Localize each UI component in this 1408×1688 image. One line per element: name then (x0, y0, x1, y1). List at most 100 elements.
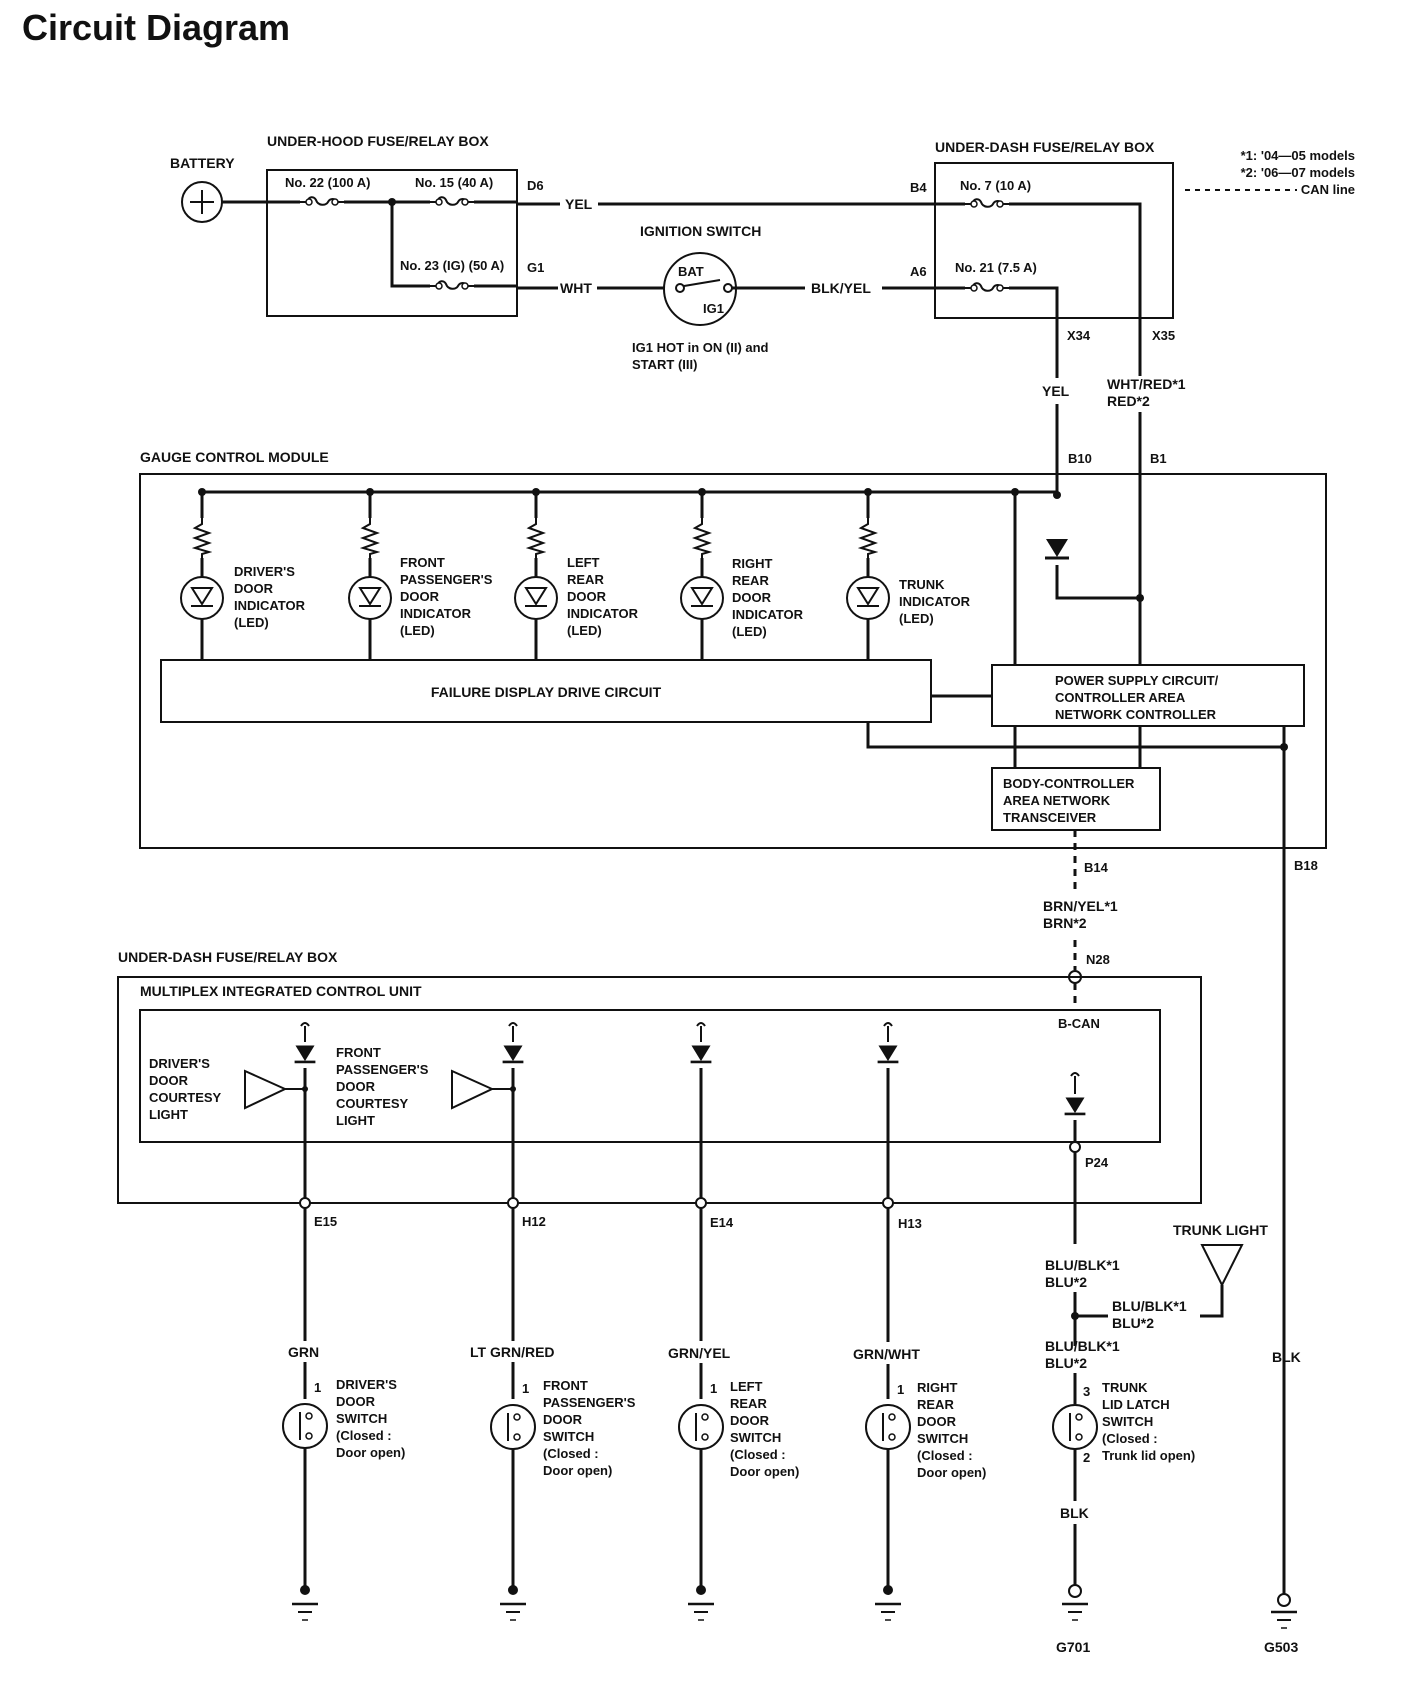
svg-text:REAR: REAR (567, 572, 604, 587)
pin-a6: A6 (910, 264, 927, 279)
svg-text:COURTESY: COURTESY (149, 1090, 222, 1105)
transceiver-label-2: AREA NETWORK (1003, 793, 1111, 808)
svg-text:DOOR: DOOR (400, 589, 440, 604)
svg-text:DOOR: DOOR (567, 589, 607, 604)
svg-text:DRIVER'S: DRIVER'S (336, 1377, 397, 1392)
led-right-rear-label: RIGHT REAR DOOR INDICATOR (LED) (732, 556, 804, 639)
pin-b4: B4 (910, 180, 927, 195)
failure-display-drive-circuit (160, 659, 932, 723)
gcm-supply-diode-icon (1043, 537, 1071, 560)
wire-blu-b2: BLU*2 (1112, 1315, 1154, 1331)
transceiver-label-3: TRANSCEIVER (1003, 810, 1097, 825)
ignition-note-1: IG1 HOT in ON (II) and (632, 340, 769, 355)
wire-blu-a2: BLU*2 (1045, 1274, 1087, 1290)
pin-1-driver: 1 (314, 1380, 321, 1395)
led-icon (680, 576, 724, 620)
note-models-2: *2: '06—07 models (1241, 165, 1355, 180)
power-supply-circuit (991, 664, 1305, 727)
fuse-21-icon (965, 282, 1009, 292)
fuse-23-label: No. 23 (IG) (50 A) (400, 258, 504, 273)
ground-g701: G701 (1056, 1639, 1090, 1655)
svg-text:DOOR: DOOR (917, 1414, 957, 1429)
driver-door-switch-label: DRIVER'S DOOR SWITCH (Closed : Door open… (336, 1377, 405, 1460)
svg-text:(Closed :: (Closed : (917, 1448, 973, 1463)
b-can-label: B-CAN (1058, 1016, 1100, 1031)
pin-3-trunk: 3 (1083, 1384, 1090, 1399)
svg-text:PASSENGER'S: PASSENGER'S (543, 1395, 636, 1410)
svg-text:DRIVER'S: DRIVER'S (149, 1056, 210, 1071)
wire-lt-grn-red: LT GRN/RED (470, 1344, 555, 1360)
svg-text:LIGHT: LIGHT (336, 1113, 375, 1128)
svg-text:(LED): (LED) (732, 624, 767, 639)
pin-x35: X35 (1152, 328, 1175, 343)
svg-text:SWITCH: SWITCH (543, 1429, 594, 1444)
resistor-icon (528, 518, 544, 558)
led-branch-left-rear (514, 488, 558, 660)
svg-text:FRONT: FRONT (336, 1045, 381, 1060)
svg-text:LEFT: LEFT (567, 555, 600, 570)
ground-icon (498, 1602, 528, 1622)
svg-text:(Closed :: (Closed : (336, 1428, 392, 1443)
micu-input-right-rear (876, 1022, 900, 1203)
svg-text:(Closed :: (Closed : (730, 1447, 786, 1462)
pin-h13: H13 (898, 1216, 922, 1231)
svg-text:(LED): (LED) (400, 623, 435, 638)
svg-text:INDICATOR: INDICATOR (234, 598, 306, 613)
gcm-label: GAUGE CONTROL MODULE (140, 449, 329, 465)
ignition-switch-icon (663, 252, 737, 326)
fuse-7-label: No. 7 (10 A) (960, 178, 1031, 193)
front-passenger-courtesy-light-icon (451, 1069, 495, 1110)
fuse-7-icon (965, 198, 1009, 208)
page-title: Circuit Diagram (22, 7, 290, 48)
svg-text:REAR: REAR (730, 1396, 767, 1411)
wire-brn-yel-1: BRN/YEL*1 (1043, 898, 1118, 914)
micu-input-driver (293, 1022, 317, 1203)
underdash-fuse-box-bottom (117, 976, 1202, 1204)
led-driver-label: DRIVER'S DOOR INDICATOR (LED) (234, 564, 306, 630)
micu-input-trunk (1063, 1072, 1087, 1244)
underhood-box-label: UNDER-HOOD FUSE/RELAY BOX (267, 133, 489, 149)
underhood-fuse-box (266, 169, 518, 317)
diode-icon (1063, 1096, 1087, 1116)
svg-text:LEFT: LEFT (730, 1379, 763, 1394)
underdash-box-label-bottom: UNDER-DASH FUSE/RELAY BOX (118, 949, 338, 965)
led-left-rear-label: LEFT REAR DOOR INDICATOR (LED) (567, 555, 639, 638)
pin-1-right-rear: 1 (897, 1382, 904, 1397)
svg-text:DOOR: DOOR (234, 581, 274, 596)
pin-e15: E15 (314, 1214, 337, 1229)
wire-blu-blk-a1: BLU/BLK*1 (1045, 1257, 1120, 1273)
wire-brn-2: BRN*2 (1043, 915, 1087, 931)
wire-blk-g503: BLK (1272, 1349, 1301, 1365)
pin-2-trunk: 2 (1083, 1450, 1090, 1465)
trunk-lid-latch-switch-icon (1052, 1404, 1098, 1450)
wire-wht-red-1: WHT/RED*1 (1107, 376, 1186, 392)
pin-g1: G1 (527, 260, 544, 275)
failure-display-label: FAILURE DISPLAY DRIVE CIRCUIT (431, 684, 662, 700)
wire-blu-blk-b1: BLU/BLK*1 (1112, 1298, 1187, 1314)
wire-grn: GRN (288, 1344, 319, 1360)
svg-text:DOOR: DOOR (543, 1412, 583, 1427)
underdash-fuse-box-top (934, 162, 1174, 319)
fuse-22-label: No. 22 (100 A) (285, 175, 371, 190)
diode-icon (293, 1044, 317, 1064)
pin-d6: D6 (527, 178, 544, 193)
svg-text:Door open): Door open) (730, 1464, 799, 1479)
led-branch-front-passenger (348, 488, 392, 660)
resistor-icon (194, 518, 210, 558)
pin-b10: B10 (1068, 451, 1092, 466)
svg-text:SWITCH: SWITCH (730, 1430, 781, 1445)
multiplex-integrated-control-unit (139, 1009, 1161, 1143)
front-passenger-door-switch-icon (490, 1404, 536, 1450)
ignition-bat-label: BAT (678, 264, 704, 279)
svg-text:TRUNK: TRUNK (899, 577, 945, 592)
fuse-21-label: No. 21 (7.5 A) (955, 260, 1037, 275)
underdash-box-label: UNDER-DASH FUSE/RELAY BOX (935, 139, 1155, 155)
power-supply-label-3: NETWORK CONTROLLER (1055, 707, 1217, 722)
svg-text:REAR: REAR (732, 573, 769, 588)
diode-icon (501, 1044, 525, 1064)
svg-text:INDICATOR: INDICATOR (567, 606, 639, 621)
svg-text:COURTESY: COURTESY (336, 1096, 409, 1111)
wire-wht: WHT (560, 280, 592, 296)
svg-text:FRONT: FRONT (400, 555, 445, 570)
